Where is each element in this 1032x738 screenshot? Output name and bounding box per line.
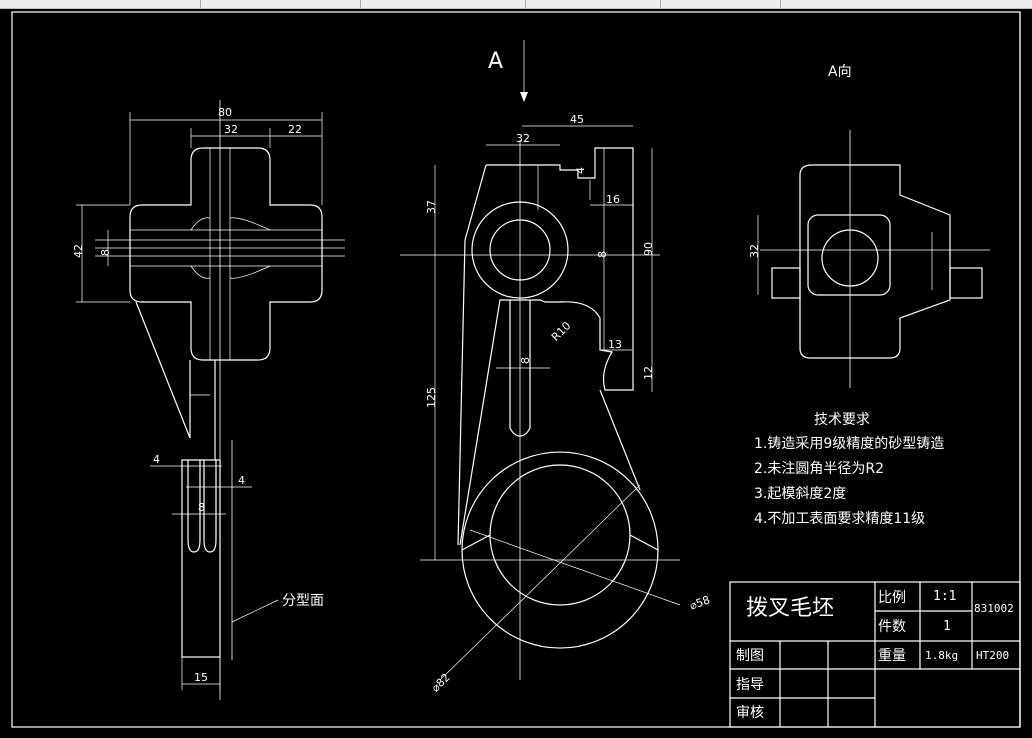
dim-4-main: 4: [574, 167, 587, 174]
dim-d58-leader: [469, 529, 681, 606]
tech-item: 1.铸造采用9级精度的砂型铸造: [754, 436, 944, 452]
dim-r10: R10: [549, 319, 573, 343]
left-cross-outline: [129, 147, 323, 361]
tech-item: 3.起模斜度2度: [754, 486, 846, 502]
fork-outer-arc: [461, 549, 659, 649]
toolbar-segment: [660, 0, 781, 8]
dim-90: 90: [642, 242, 655, 256]
main-rib: [509, 300, 531, 437]
title-block: 拨叉毛坯 比例 1:1 件数 1 重量 1.8kg HT200 831002 制…: [729, 581, 1021, 728]
scale-label: 比例: [878, 590, 906, 606]
fork-lip: [461, 534, 491, 551]
leader-line: [231, 599, 279, 623]
right-inner-block: [807, 214, 891, 296]
right-bore-circle: [821, 229, 879, 287]
view-label-a-dir: A向: [828, 64, 852, 80]
dim-4a: 4: [153, 453, 160, 466]
dim-32-main: 32: [516, 132, 530, 145]
dim-4b: 4: [238, 474, 245, 487]
dim-8-main: 8: [596, 251, 609, 258]
right-body-outline: [799, 164, 951, 359]
toolbar-segment: [525, 0, 661, 8]
material: HT200: [976, 649, 1009, 662]
tech-item: 2.未注圆角半径为R2: [754, 461, 884, 477]
main-arm-edge: [599, 389, 641, 491]
toolbar-segment: [200, 0, 361, 8]
fork-inner-top: [489, 464, 631, 536]
qty-label: 件数: [878, 619, 906, 635]
upper-bore-circle: [489, 219, 551, 281]
dim-37: 37: [425, 200, 438, 214]
toolbar-segment: [0, 0, 201, 8]
dim-d58: ⌀58: [688, 593, 712, 612]
left-fork-plate: [181, 459, 221, 658]
left-side-view: 80 32 22 42 8 4 4 8 15 分型面: [72, 100, 345, 700]
view-arrow-head: [520, 92, 528, 102]
dim-12: 12: [642, 366, 655, 380]
dim-32: 32: [224, 123, 238, 136]
part-name: 拨叉毛坯: [746, 596, 834, 621]
parting-surface-label: 分型面: [282, 593, 324, 609]
main-front-view: A ⌀58 ⌀82 45 32 4: [400, 40, 712, 695]
tech-title: 技术要求: [814, 412, 870, 428]
dim-80: 80: [218, 106, 232, 119]
right-a-view: A向 32: [748, 64, 990, 388]
dim-16: 16: [606, 193, 620, 206]
guided-by-label: 指导: [736, 677, 764, 693]
weight-value: 1.8kg: [925, 649, 958, 662]
dim-15: 15: [194, 671, 208, 684]
tech-item: 4.不加工表面要求精度11级: [754, 511, 925, 527]
main-body-outline: [459, 147, 634, 546]
left-slot: [187, 460, 201, 553]
fork-inner-arc: [489, 534, 631, 606]
dim-32-right: 32: [748, 244, 761, 258]
dim-42: 42: [72, 244, 85, 258]
fork-top-arc: [461, 451, 659, 551]
qty-value: 1: [943, 619, 951, 634]
checked-by-label: 审核: [736, 705, 764, 721]
right-right-lug: [949, 267, 983, 299]
cad-drawing: 80 32 22 42 8 4 4 8 15 分型面 A: [11, 11, 1021, 728]
tech-requirements: 技术要求 1.铸造采用9级精度的砂型铸造 2.未注圆角半径为R2 3.起模斜度2…: [754, 412, 944, 527]
toolbar-segment: [360, 0, 526, 8]
weight-label: 重量: [878, 648, 906, 664]
left-slot: [203, 460, 217, 553]
main-body-left-edge: [457, 164, 487, 546]
dim-d82: ⌀82: [429, 671, 453, 695]
drawing-number: 831002: [974, 602, 1014, 615]
drawn-by-label: 制图: [736, 648, 764, 664]
dim-8b: 8: [198, 501, 205, 514]
right-left-lug: [771, 267, 801, 299]
dim-22: 22: [288, 123, 302, 136]
dim-125: 125: [425, 387, 438, 408]
drawing-canvas[interactable]: 80 32 22 42 8 4 4 8 15 分型面 A: [0, 9, 1032, 738]
fork-lip: [629, 534, 659, 551]
view-label-a: A: [488, 49, 503, 74]
window-top-bar: [0, 0, 1032, 9]
left-fillet: [190, 217, 271, 231]
dim-d82-leader: [439, 484, 641, 681]
upper-boss-circle: [471, 201, 569, 299]
left-arm-edge: [135, 301, 191, 439]
dim-13: 13: [608, 338, 622, 351]
dim-8b-main: 8: [519, 357, 532, 364]
left-fillet: [190, 265, 271, 279]
dim-8: 8: [99, 249, 112, 256]
scale-value: 1:1: [933, 589, 956, 604]
dim-45: 45: [570, 113, 584, 126]
